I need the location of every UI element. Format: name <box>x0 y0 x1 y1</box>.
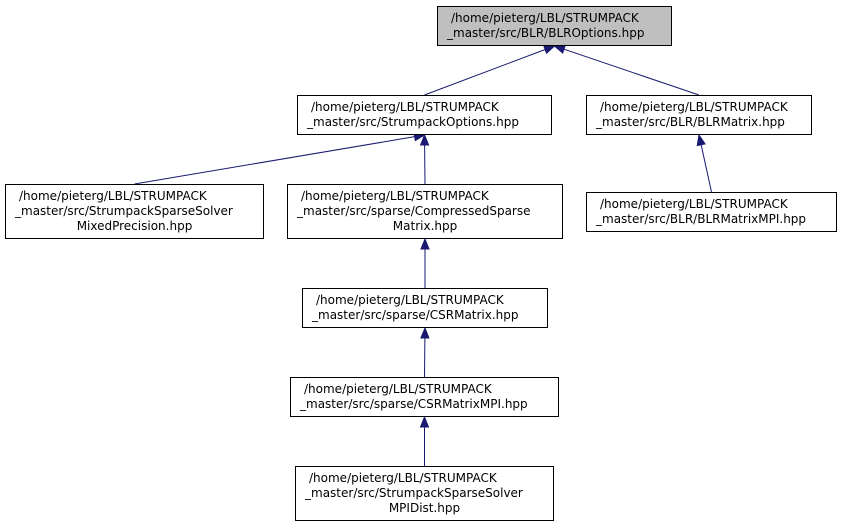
node-label-line: _master/src/sparse/CompressedSparse <box>297 204 531 218</box>
arrowhead-icon <box>543 45 556 55</box>
node-blr-matrix-mpi[interactable]: /home/pieterg/LBL/STRUMPACK _master/src/… <box>586 192 837 232</box>
node-label-line: /home/pieterg/LBL/STRUMPACK <box>19 189 207 203</box>
node-sparse-solver-mixed-precision[interactable]: /home/pieterg/LBL/STRUMPACK _master/src/… <box>5 184 264 239</box>
node-label-line: _master/src/StrumpackSparseSolver <box>305 486 523 500</box>
arrowhead-icon <box>553 44 566 54</box>
node-blr-matrix[interactable]: /home/pieterg/LBL/STRUMPACK _master/src/… <box>586 95 812 135</box>
node-label-line: /home/pieterg/LBL/STRUMPACK <box>451 11 639 25</box>
node-label-line: /home/pieterg/LBL/STRUMPACK <box>600 197 788 211</box>
edge-strumpackoptions-to-blroptions <box>424 49 546 96</box>
edge-mixedprecision-to-strumpackoptions <box>134 136 415 185</box>
arrowhead-icon <box>419 415 430 428</box>
node-label-line: _master/src/StrumpackOptions.hpp <box>307 115 519 129</box>
node-csr-matrix[interactable]: /home/pieterg/LBL/STRUMPACK _master/src/… <box>302 288 548 328</box>
node-label-line: /home/pieterg/LBL/STRUMPACK <box>311 100 499 114</box>
node-strumpack-options[interactable]: /home/pieterg/LBL/STRUMPACK _master/src/… <box>297 95 552 135</box>
edge-blrmatrixmpi-to-blrmatrix <box>700 144 712 193</box>
arrowhead-icon <box>419 133 430 146</box>
node-label-line: /home/pieterg/LBL/STRUMPACK <box>600 100 788 114</box>
node-label-line: MixedPrecision.hpp <box>76 219 193 233</box>
node-label-line: /home/pieterg/LBL/STRUMPACK <box>309 471 497 485</box>
node-label-line: _master/src/sparse/CSRMatrix.hpp <box>312 308 519 322</box>
node-label-line: _master/src/BLR/BLROptions.hpp <box>447 26 645 40</box>
node-label-line: _master/src/BLR/BLRMatrix.hpp <box>596 115 785 129</box>
node-csr-matrix-mpi[interactable]: /home/pieterg/LBL/STRUMPACK _master/src/… <box>290 377 559 417</box>
node-label-line: _master/src/sparse/CSRMatrixMPI.hpp <box>300 397 528 411</box>
arrowhead-icon <box>420 237 430 250</box>
node-label-line: /home/pieterg/LBL/STRUMPACK <box>304 382 492 396</box>
node-label-line: MPIDist.hpp <box>388 501 461 515</box>
node-sparse-solver-mpi-dist[interactable]: /home/pieterg/LBL/STRUMPACK _master/src/… <box>295 466 554 521</box>
arrowhead-icon <box>696 133 706 147</box>
node-blr-options: /home/pieterg/LBL/STRUMPACK _master/src/… <box>437 6 672 46</box>
node-label-line: Matrix.hpp <box>392 219 458 233</box>
node-label-line: _master/src/StrumpackSparseSolver <box>15 204 233 218</box>
node-label-line: _master/src/BLR/BLRMatrixMPI.hpp <box>596 212 807 226</box>
node-label-line: /home/pieterg/LBL/STRUMPACK <box>316 293 504 307</box>
arrowhead-icon <box>420 326 430 339</box>
node-label-line: /home/pieterg/LBL/STRUMPACK <box>301 189 489 203</box>
node-compressed-sparse-matrix[interactable]: /home/pieterg/LBL/STRUMPACK _master/src/… <box>287 184 563 239</box>
edge-blrmatrix-to-blroptions <box>563 48 700 96</box>
